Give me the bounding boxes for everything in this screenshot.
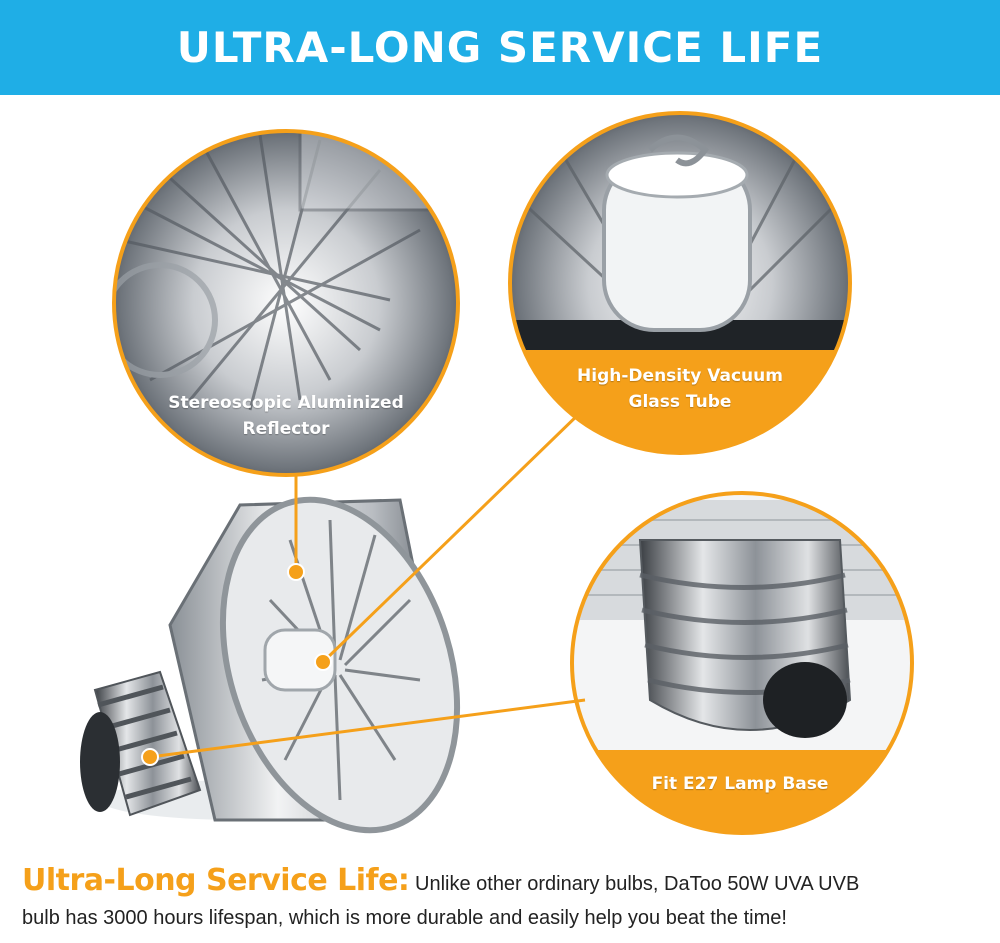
description-line-1: Ultra-Long Service Life: Unlike other or… bbox=[22, 864, 982, 901]
lamp-base-zoom-circle bbox=[570, 491, 914, 835]
description-lead: Ultra-Long Service Life: bbox=[22, 863, 410, 898]
reflector-zoom-circle bbox=[112, 129, 460, 477]
callout-lamp-base: Fit E27 Lamp Base bbox=[600, 771, 880, 797]
callout-base-line1: Fit E27 Lamp Base bbox=[651, 774, 829, 794]
glass-tube-zoom-circle bbox=[508, 111, 852, 455]
callout-glass-tube: High-Density Vacuum Glass Tube bbox=[530, 363, 830, 415]
callout-tube-line1: High-Density Vacuum bbox=[577, 366, 783, 386]
description-text-2: bulb has 3000 hours lifespan, which is m… bbox=[22, 907, 787, 929]
description-block: Ultra-Long Service Life: Unlike other or… bbox=[22, 864, 982, 935]
callout-tube-line2: Glass Tube bbox=[628, 392, 732, 412]
header-banner: ULTRA-LONG SERVICE LIFE bbox=[0, 0, 1000, 95]
main-bulb-illustration bbox=[80, 496, 461, 834]
callout-reflector-line1: Stereoscopic Aluminized bbox=[168, 393, 404, 413]
description-text-1: Unlike other ordinary bulbs, DaToo 50W U… bbox=[415, 873, 860, 895]
callout-reflector: Stereoscopic Aluminized Reflector bbox=[136, 390, 436, 442]
product-illustration bbox=[80, 111, 914, 835]
callout-leader-lines bbox=[149, 408, 586, 759]
banner-title: ULTRA-LONG SERVICE LIFE bbox=[176, 23, 824, 72]
callout-dots bbox=[141, 563, 332, 766]
callout-reflector-line2: Reflector bbox=[242, 419, 330, 439]
